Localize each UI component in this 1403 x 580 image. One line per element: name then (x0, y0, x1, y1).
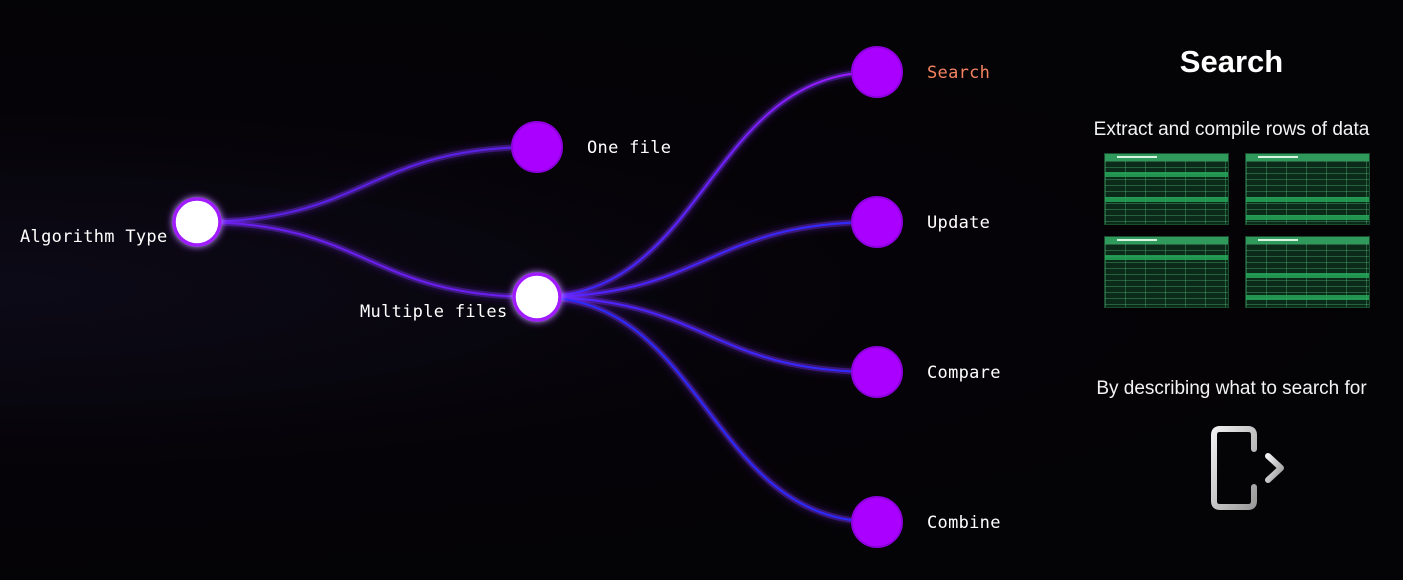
link-multiple-combine (536, 296, 878, 523)
spreadsheet-thumbnails (1104, 153, 1370, 308)
spreadsheet-thumbnail (1104, 236, 1229, 308)
detail-panel: Search Extract and compile rows of data … (1060, 0, 1403, 580)
label-one-file: One file (587, 138, 671, 158)
label-combine: Combine (927, 513, 1001, 533)
spreadsheet-thumbnail (1104, 153, 1229, 225)
spreadsheet-thumbnail (1245, 236, 1370, 308)
link-multiple-search (536, 71, 878, 298)
link-multiple-update (536, 221, 878, 298)
node-compare[interactable] (851, 346, 903, 398)
panel-description: Extract and compile rows of data (1093, 119, 1370, 140)
node-combine[interactable] (851, 496, 903, 548)
panel-title: Search (1179, 44, 1284, 79)
label-update: Update (927, 213, 990, 233)
spreadsheet-thumbnail (1245, 153, 1370, 225)
label-search: Search (927, 63, 990, 83)
label-compare: Compare (927, 363, 1001, 383)
link-root-multiple-files (196, 221, 538, 298)
node-search[interactable] (851, 46, 903, 98)
tree-links (196, 69, 878, 525)
node-update[interactable] (851, 196, 903, 248)
node-one-file[interactable] (511, 121, 563, 173)
exit-icon (1211, 426, 1284, 510)
node-algorithm-type[interactable] (172, 197, 222, 247)
decision-tree: Algorithm Type One file Multiple files S… (20, 46, 1001, 548)
link-multiple-compare (536, 296, 878, 373)
panel-caption: By describing what to search for (1096, 378, 1367, 399)
link-root-one-file (196, 146, 538, 223)
label-algorithm-type: Algorithm Type (20, 227, 168, 247)
node-multiple-files[interactable] (512, 272, 562, 322)
label-multiple-files: Multiple files (360, 302, 508, 322)
